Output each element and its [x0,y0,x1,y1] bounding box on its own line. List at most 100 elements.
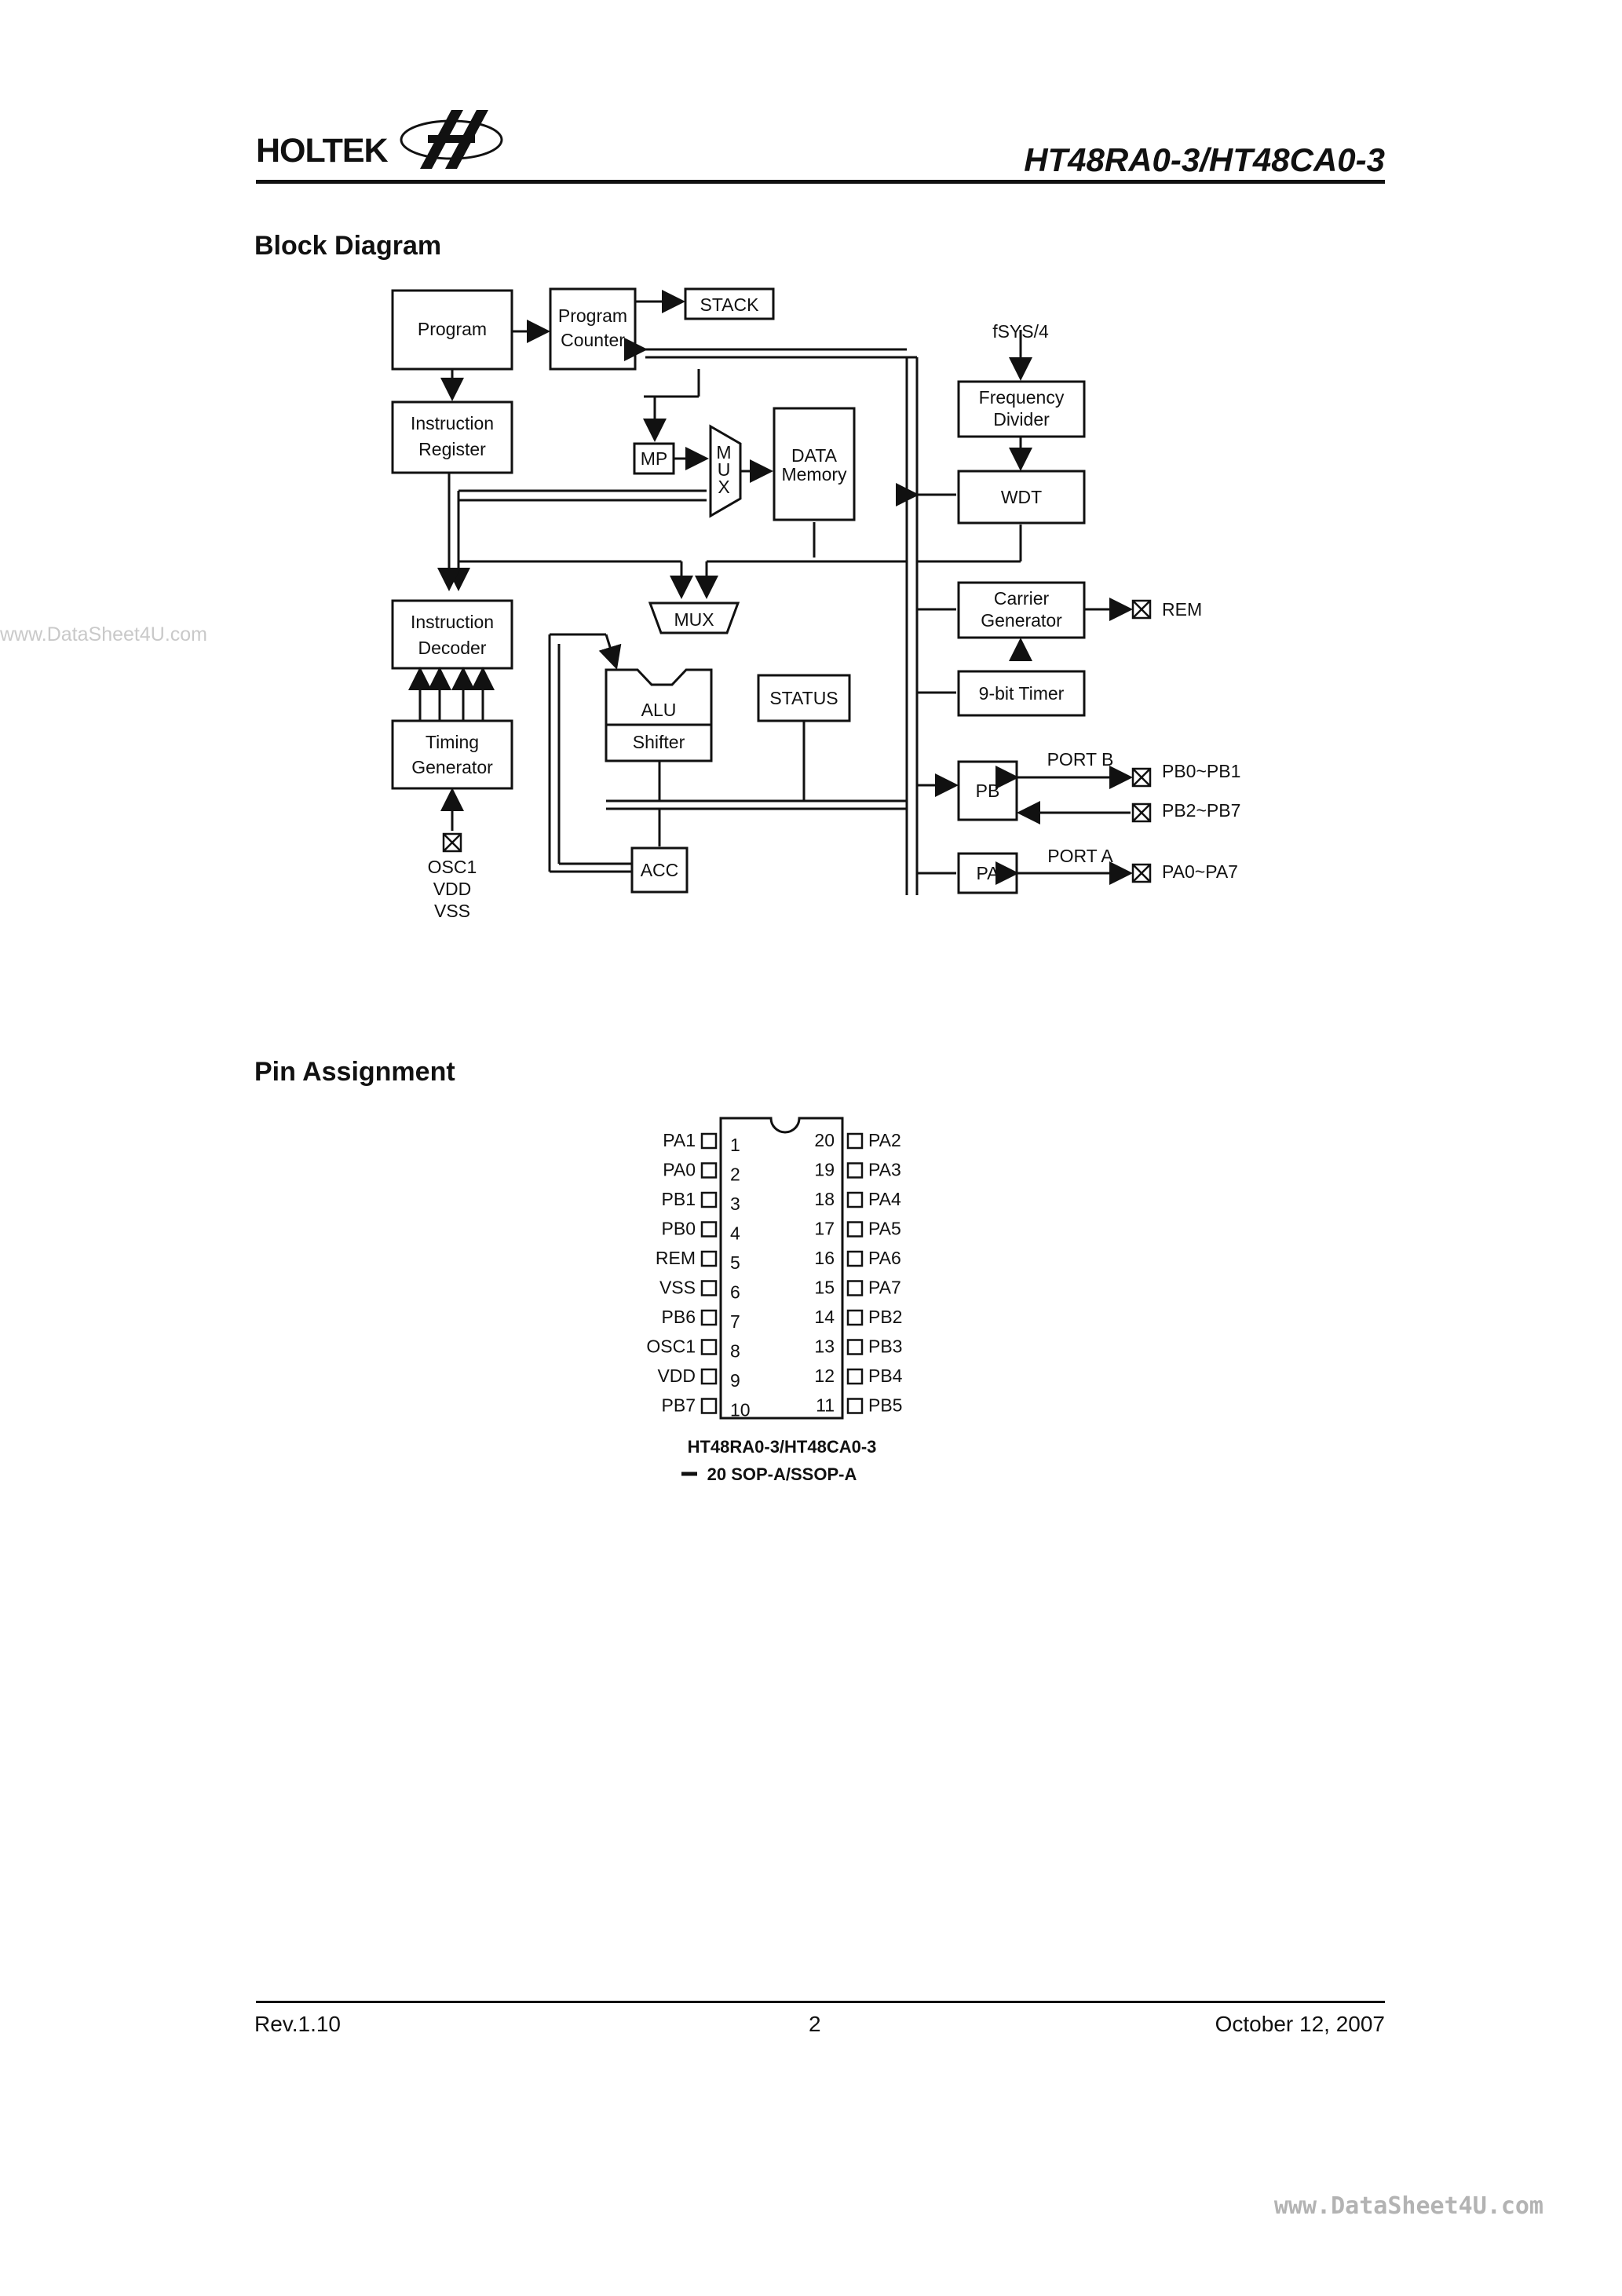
right-pin-name: PB5 [868,1395,902,1416]
ic-package-outline [719,1117,844,1420]
right-pin-number: 15 [814,1278,835,1298]
right-pin-name: PA7 [868,1278,901,1298]
status-label: STATUS [769,688,838,708]
right-pin-name: PB3 [868,1336,902,1357]
pin-pad [700,1398,718,1414]
program-counter-block [549,287,637,371]
left-pin-number: 4 [730,1223,740,1244]
pin-pad [846,1368,864,1385]
program-label: Program [418,319,487,339]
right-pin-number: 18 [814,1189,835,1209]
instruction-register-block [391,400,513,474]
left-pin-name: PB7 [662,1395,696,1416]
timing-generator-label-2: Generator [411,757,493,777]
footer-revision: Rev.1.10 [254,2012,341,2036]
program-counter-label-2: Counter [561,330,625,350]
right-pin-name: PB4 [868,1366,903,1386]
carrier-generator-label-1: Carrier [994,588,1050,609]
acc-label: ACC [641,860,679,880]
pa0-pa7-label: PA0~PA7 [1162,861,1238,882]
stack-block [684,287,775,320]
instruction-register-label-1: Instruction [411,413,494,433]
pin-assignment-heading: Pin Assignment [254,1057,455,1087]
mux-horizontal-block [648,601,740,634]
right-pin-number: 17 [814,1219,835,1239]
left-pin-number: 9 [730,1370,740,1391]
right-pin-name: PA5 [868,1219,901,1239]
pin-pad [846,1339,864,1355]
left-pin-name: PB0 [662,1219,696,1239]
right-pin-number: 13 [814,1336,835,1357]
holtek-logo-text: HOLTEK [256,132,389,170]
pin-pad [846,1280,864,1296]
carrier-generator-label-2: Generator [981,610,1062,631]
wdt-label: WDT [1001,487,1042,507]
left-pin-number: 7 [730,1311,740,1332]
pb-label: PB [976,781,1000,801]
right-pin-number: 12 [814,1366,835,1386]
header-rule [256,180,1385,184]
mux-h-label: MUX [674,609,714,630]
left-pin-number: 5 [730,1252,740,1273]
pin-pad [846,1221,864,1238]
pin-pad [846,1132,864,1150]
stack-label: STACK [700,294,760,315]
left-pin-number: 3 [730,1194,740,1214]
watermark-left: www.DataSheet4U.com [0,623,208,645]
left-pin-name: VSS [659,1278,696,1298]
pin-pad [700,1309,718,1326]
left-pin-name: REM [656,1248,696,1268]
pin-pad [700,1221,718,1238]
pin-pad [846,1398,864,1414]
vdd-label: VDD [433,879,472,899]
pin-pad [700,1132,718,1150]
port-a-label: PORT A [1047,846,1113,866]
holtek-logo-icon [400,110,503,169]
pa-label: PA [977,863,1000,883]
pb2-pb7-label: PB2~PB7 [1162,800,1240,821]
data-memory-block [773,407,856,521]
right-pin-number: 14 [814,1307,835,1327]
pin-pad [846,1162,864,1179]
right-pin-name: PB2 [868,1307,902,1327]
mp-label: MP [641,448,668,469]
vss-label: VSS [434,901,470,921]
timer-label: 9-bit Timer [979,683,1065,704]
data-memory-label-2: Memory [781,464,847,484]
document-title: HT48RA0-3/HT48CA0-3 [1024,141,1385,178]
pin-pad [700,1162,718,1179]
instruction-register-label-2: Register [418,439,486,459]
block-diagram: Program Program Counter STACK Instructio… [391,287,1240,921]
pin-pad [700,1191,718,1208]
timing-generator-label-1: Timing [426,732,479,752]
left-pin-name: PB1 [662,1189,696,1209]
package-caption-line1: HT48RA0-3/HT48CA0-3 [688,1437,877,1457]
left-pin-name: PA1 [663,1130,696,1150]
acc-block [630,846,689,894]
timer-block [957,670,1086,717]
alu-label: ALU [641,700,677,720]
pb0-pb1-label: PB0~PB1 [1162,761,1240,781]
frequency-divider-label-2: Divider [993,409,1050,430]
left-pin-name: PA0 [663,1160,696,1180]
left-pin-number: 10 [730,1400,751,1420]
mux-v-label-3: X [718,477,729,497]
pin-pad [700,1280,718,1296]
right-pin-number: 11 [816,1395,835,1416]
shifter-label: Shifter [633,732,685,752]
pin-pad [700,1368,718,1385]
right-pin-number: 20 [814,1130,835,1150]
instruction-decoder-label-2: Decoder [418,638,487,658]
left-pin-name: OSC1 [646,1336,696,1357]
footer-page-number: 2 [809,2012,821,2036]
mux-v-label-1: M [716,442,731,462]
right-pin-number: 19 [814,1160,835,1180]
pin-pad [846,1309,864,1326]
mux-v-label-2: U [718,459,731,480]
pin-pad [846,1191,864,1208]
package-caption-line2: 20 SOP-A/SSOP-A [707,1464,857,1484]
pin-pad [846,1250,864,1267]
pin-pad [700,1339,718,1355]
right-pin-number: 16 [814,1248,835,1268]
